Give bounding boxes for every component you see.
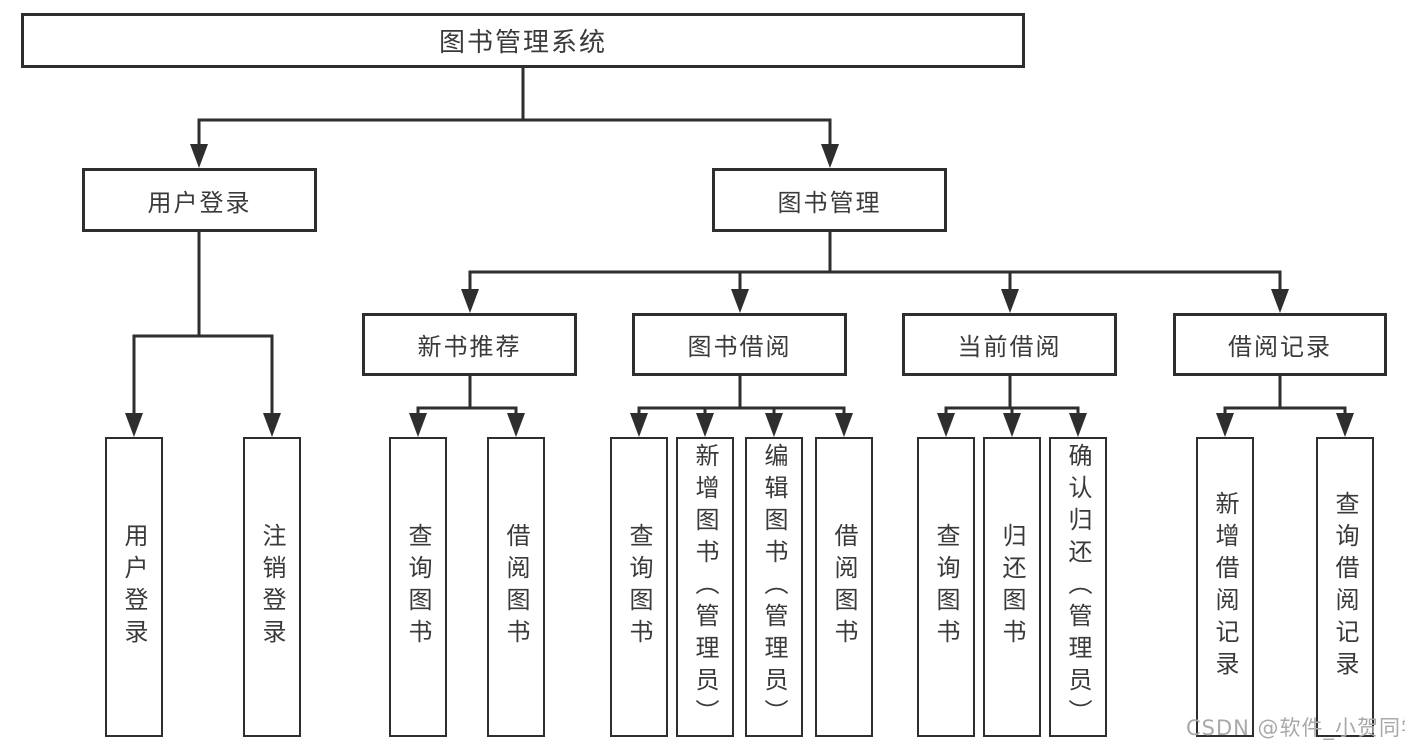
leaf-br-add-borrow-record: 新增借阅记录	[1196, 437, 1254, 737]
connector-new-books-branch	[416, 376, 518, 416]
leaf-logout: 注销登录	[243, 437, 301, 737]
connector-borrowing-records-branch	[1223, 376, 1347, 416]
connector-user-login-branch	[132, 232, 274, 416]
leaf-bb-query-books: 查询图书	[610, 437, 668, 737]
leaf-bb-add-book-admin: 新增图书（管理员）	[676, 437, 734, 737]
leaf-bb-edit-book-admin: 编辑图书（管理员）	[745, 437, 803, 737]
node-borrowing-records: 借阅记录	[1173, 313, 1387, 376]
node-user-login: 用户登录	[82, 168, 317, 232]
node-book-management: 图书管理	[712, 168, 947, 232]
leaf-cb-confirm-return-admin: 确认归还（管理员）	[1049, 437, 1107, 737]
node-library-management-system: 图书管理系统	[21, 13, 1025, 68]
leaf-nb-borrow-books: 借阅图书	[487, 437, 545, 737]
leaf-user-login: 用户登录	[105, 437, 163, 737]
leaf-nb-query-books: 查询图书	[389, 437, 447, 737]
connector-book-borrowing-branch	[637, 376, 846, 416]
node-book-borrowing: 图书借阅	[632, 313, 847, 376]
leaf-cb-return-books: 归还图书	[983, 437, 1041, 737]
csdn-watermark: CSDN @软件_小贺同学	[1186, 716, 1405, 740]
connector-root-branch	[197, 68, 832, 146]
leaf-bb-borrow-books: 借阅图书	[815, 437, 873, 737]
connector-current-borrowing-branch	[944, 376, 1080, 416]
leaf-cb-query-books: 查询图书	[917, 437, 975, 737]
node-current-borrowing: 当前借阅	[902, 313, 1117, 376]
leaf-br-query-borrow-record: 查询借阅记录	[1316, 437, 1374, 737]
connector-book-management-branch	[468, 232, 1282, 292]
node-new-book-recommendation: 新书推荐	[362, 313, 577, 376]
